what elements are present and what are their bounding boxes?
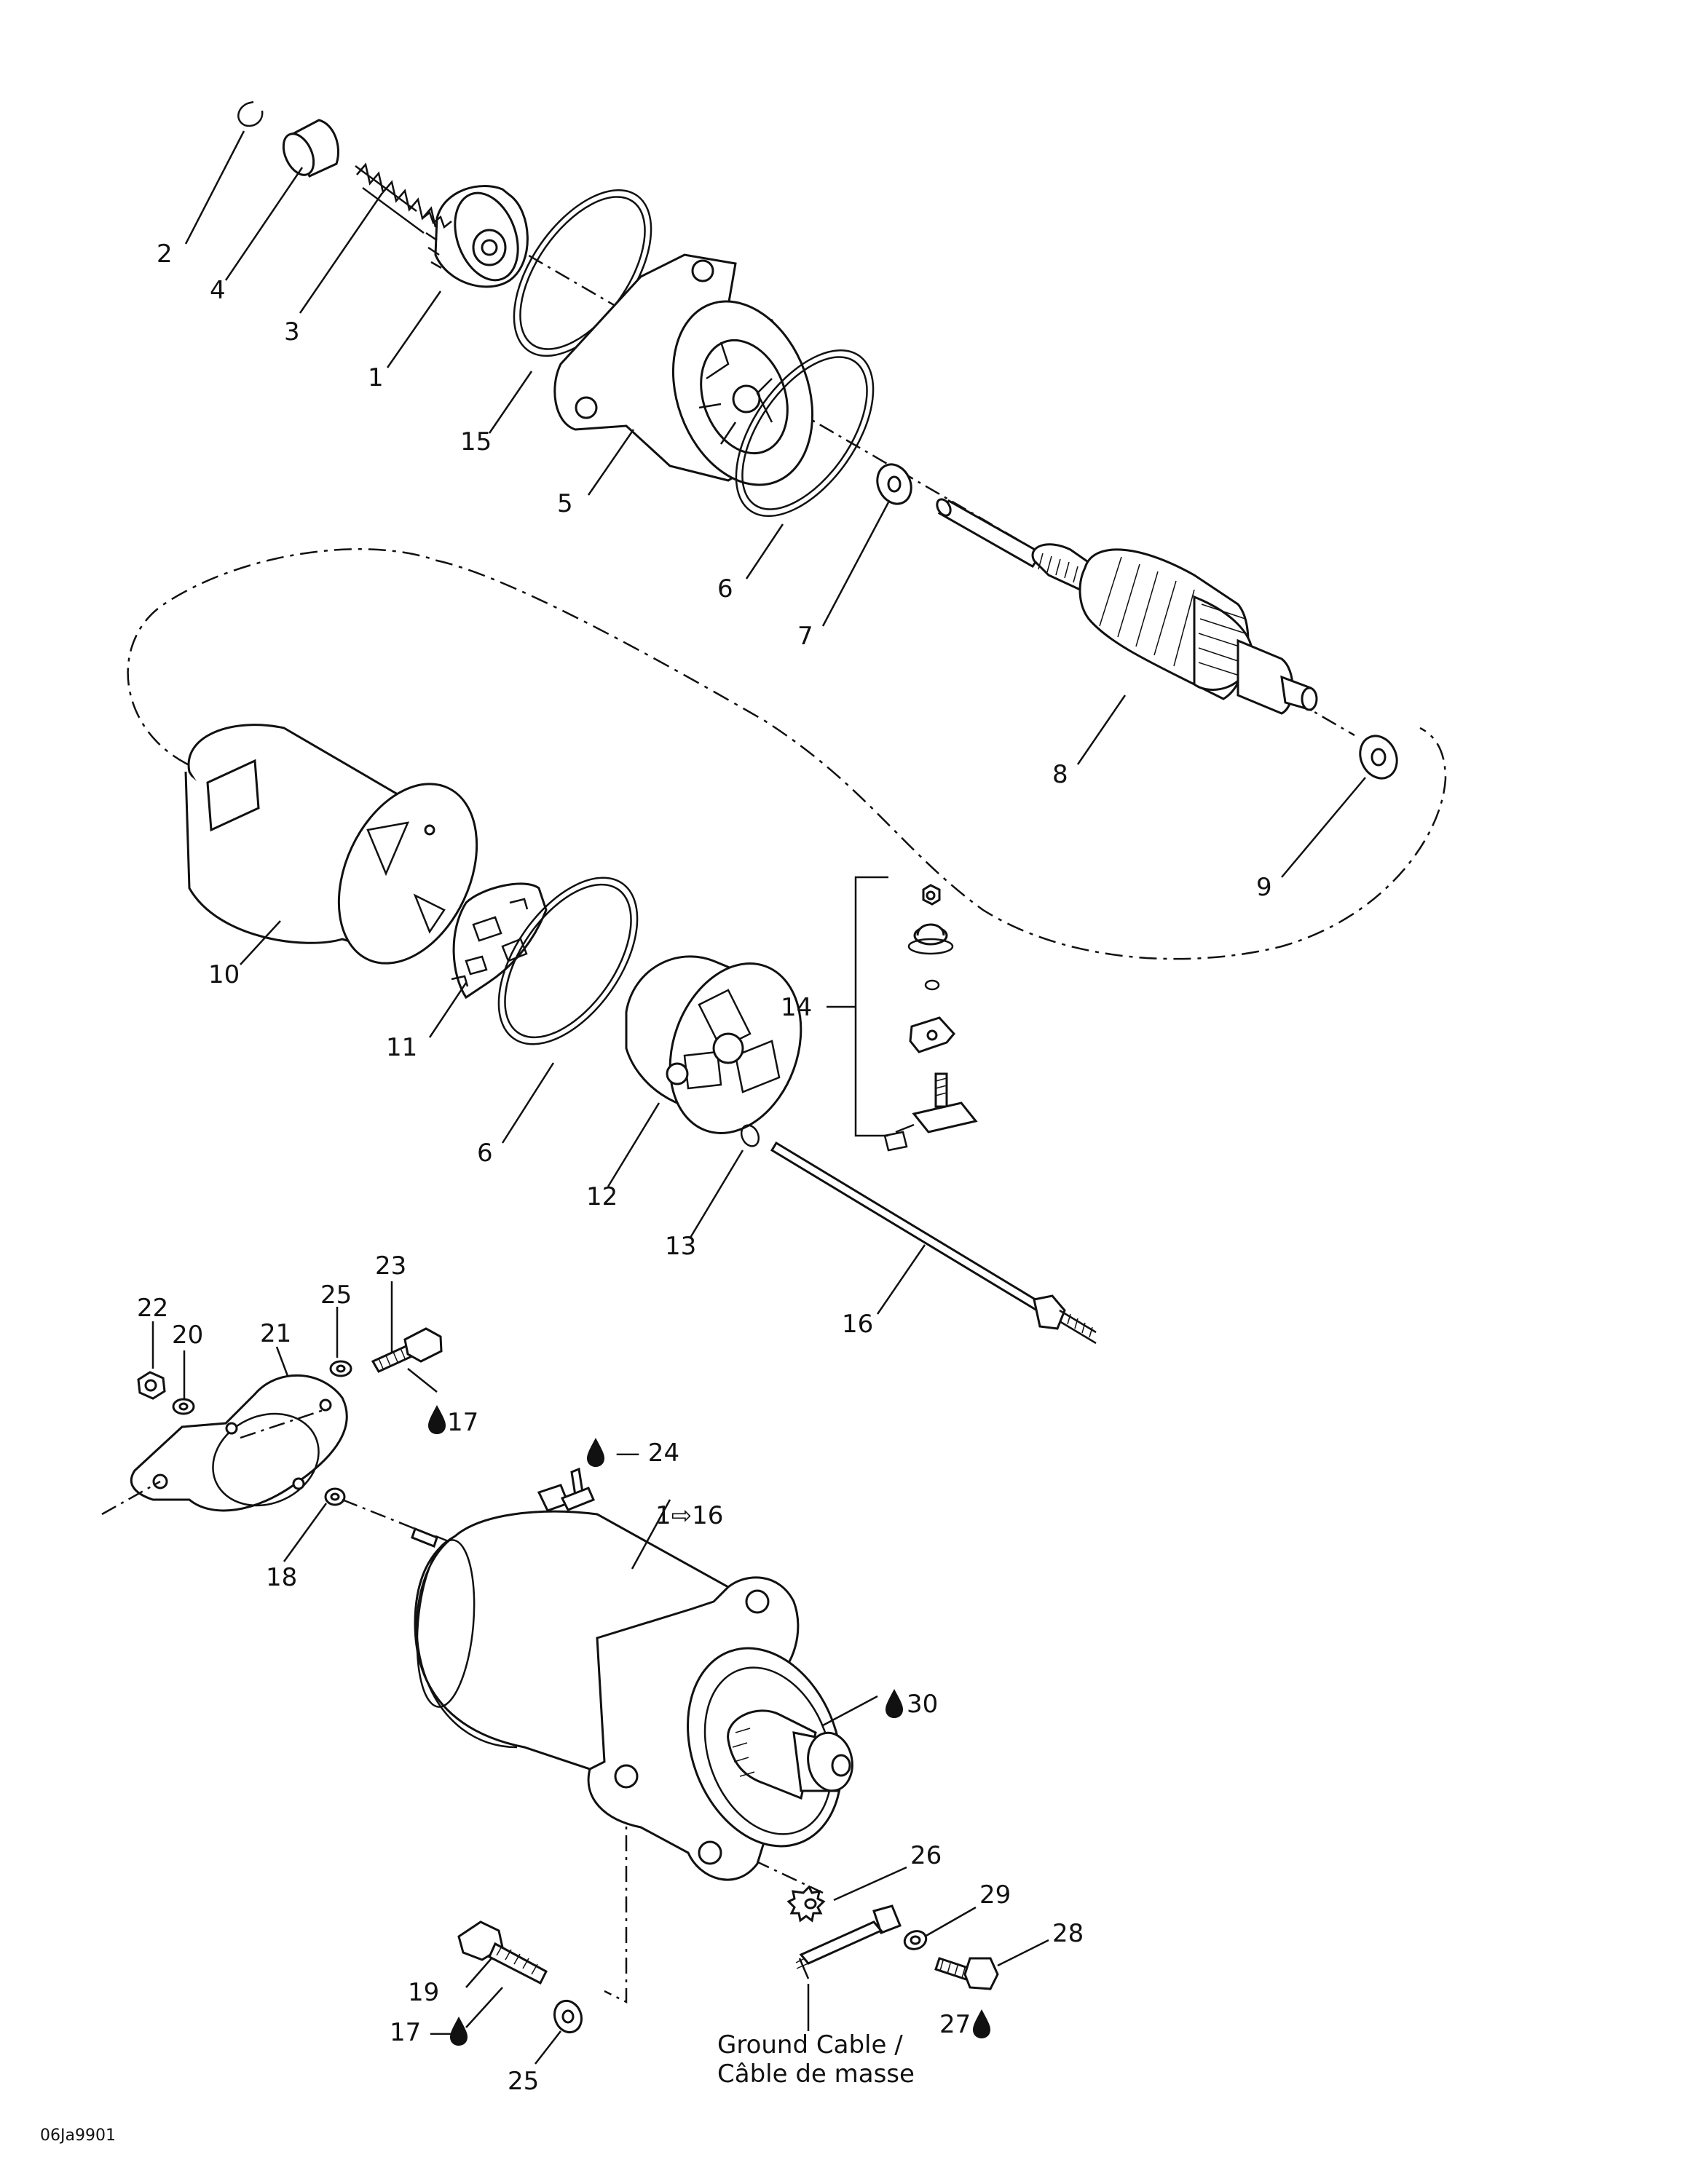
collar-part-4: [282, 119, 339, 178]
callout-22: 22: [137, 1294, 168, 1323]
callout-20: 20: [172, 1321, 203, 1350]
callout-24-text: — 24: [615, 1439, 679, 1468]
callout-30: 30: [886, 1689, 938, 1719]
callout-17-lower: 17 —: [390, 2017, 468, 2047]
callout-6-upper: 6: [717, 574, 733, 604]
washer-part-29: [903, 1930, 928, 1950]
callout-24: — 24: [587, 1438, 679, 1468]
nut-part-22: [137, 1371, 166, 1400]
washer-part-25-upper: [329, 1360, 352, 1377]
callout-30-text: 30: [907, 1690, 938, 1719]
callout-26: 26: [910, 1841, 942, 1870]
spring-part-3: [355, 162, 437, 234]
callout-2: 2: [157, 240, 173, 269]
drive-housing-part-5: [553, 253, 814, 486]
bolt-part-19: [457, 1920, 548, 1985]
callout-19: 19: [408, 1978, 439, 2007]
washer-part-7: [876, 463, 912, 505]
oil-drop-icon: [587, 1438, 604, 1467]
callout-4: 4: [210, 276, 226, 305]
callout-labels: 2 4 3 1 15 5 6 7 8 9 10 11 6 12 13 14 16…: [40, 240, 1272, 2145]
ground-cable-lug: [795, 1904, 902, 1979]
callout-12: 12: [586, 1182, 618, 1211]
callout-23: 23: [375, 1251, 406, 1281]
ground-cable-label-fr: Câble de masse: [717, 2060, 915, 2089]
callout-27: 27: [939, 2009, 990, 2039]
callout-10: 10: [208, 960, 240, 989]
callout-7: 7: [797, 622, 813, 651]
callout-1to16-text: 1⇨16: [655, 1501, 723, 1530]
callout-13: 13: [665, 1232, 696, 1261]
callout-3: 3: [284, 317, 300, 347]
callout-8: 8: [1052, 760, 1068, 789]
callout-17-lower-text: 17 —: [390, 2018, 454, 2047]
oil-drop-icon: [886, 1689, 903, 1718]
callout-6-lower: 6: [477, 1139, 493, 1168]
ground-cable-label-en: Ground Cable /: [717, 2030, 903, 2060]
callout-17-upper-text: 17: [447, 1408, 478, 1437]
starter-motor-assembly: [411, 1467, 853, 1881]
washer-part-25-lower: [553, 1999, 583, 2034]
circlip-part-2: [237, 100, 264, 127]
oil-drop-icon: [973, 2009, 990, 2038]
callout-29: 29: [979, 1880, 1011, 1910]
through-bolt-part-16: [770, 1141, 1097, 1345]
callout-25-upper: 25: [320, 1281, 352, 1310]
callout-16: 16: [842, 1310, 873, 1339]
bolt-part-28: [934, 1957, 999, 1990]
yoke-part-10: [184, 724, 478, 965]
callout-28: 28: [1052, 1919, 1084, 1948]
callout-5: 5: [557, 489, 573, 518]
assembly-grouping-loop: [127, 548, 1447, 960]
o-ring-part-6-upper: [735, 349, 875, 518]
callout-15: 15: [460, 427, 492, 456]
o-ring-part-6-lower: [497, 877, 639, 1045]
support-bracket-part-21: [130, 1374, 348, 1512]
callout-17-upper: 17: [428, 1405, 478, 1437]
callout-14: 14: [781, 993, 812, 1022]
small-o-ring-part-13: [740, 1124, 760, 1147]
bolt-part-23: [371, 1327, 443, 1373]
oil-drop-icon: [450, 2017, 468, 2046]
figure-code: 06Ja9901: [40, 2126, 116, 2145]
armature-part-8: [936, 498, 1318, 715]
drive-pinion-part-1: [422, 185, 529, 288]
brush-holder-part-11: [451, 882, 548, 1000]
washer-part-9: [1359, 735, 1398, 780]
leader-lines: [151, 130, 1366, 2065]
callout-25-lower: 25: [508, 2067, 539, 2096]
end-cover-part-12: [625, 955, 802, 1134]
washer-part-18: [324, 1487, 346, 1506]
callout-27-text: 27: [939, 2010, 971, 2039]
lock-washer-part-26: [786, 1885, 826, 1923]
callout-9: 9: [1256, 873, 1272, 902]
oil-drop-icon: [428, 1405, 446, 1434]
callout-1: 1: [368, 363, 384, 392]
callout-1-to-16: 1⇨16: [655, 1501, 723, 1530]
callout-21: 21: [260, 1319, 291, 1348]
callout-18: 18: [266, 1563, 297, 1592]
callout-11: 11: [386, 1033, 417, 1062]
terminal-kit-part-14: [827, 876, 978, 1152]
washer-part-20: [172, 1398, 195, 1415]
